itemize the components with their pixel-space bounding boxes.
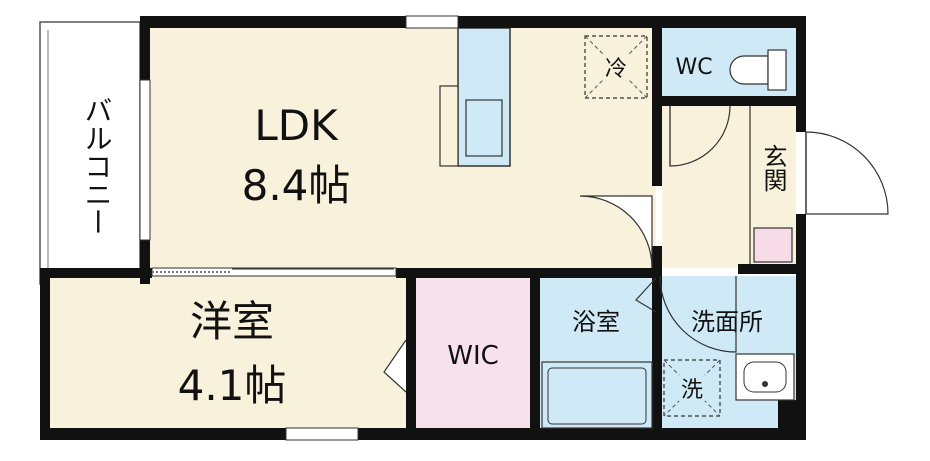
wic-label: WIC (447, 341, 499, 371)
bottom-window (285, 427, 359, 441)
fridge-label: 冷 (605, 57, 627, 82)
wic-door (383, 339, 407, 393)
balcony-label: バルコニー (81, 96, 114, 236)
entry-door (805, 131, 889, 215)
entrance-label: 玄関 (759, 144, 787, 192)
bath-label: 浴室 (572, 308, 620, 336)
ldk-floor (150, 28, 656, 268)
toilet-label: WC (675, 55, 712, 80)
ldk-label: LDK (254, 101, 339, 150)
bath-door (635, 277, 657, 313)
ldk-size: 8.4帖 (242, 161, 351, 210)
ldk-door (579, 195, 653, 269)
western-size: 4.1帖 (178, 361, 287, 410)
western-label: 洋室 (190, 297, 274, 346)
shoe-box (753, 227, 793, 263)
balcony-window (139, 79, 151, 241)
washroom-label: 洗面所 (691, 308, 763, 336)
washer-label: 洗 (681, 378, 703, 403)
toilet-bowl (729, 55, 769, 85)
toilet-door (669, 105, 731, 167)
wic-floor (414, 276, 532, 432)
western-floor (48, 270, 410, 432)
sink (465, 99, 503, 157)
balcony-area (39, 21, 141, 285)
washroom-door (659, 275, 737, 353)
